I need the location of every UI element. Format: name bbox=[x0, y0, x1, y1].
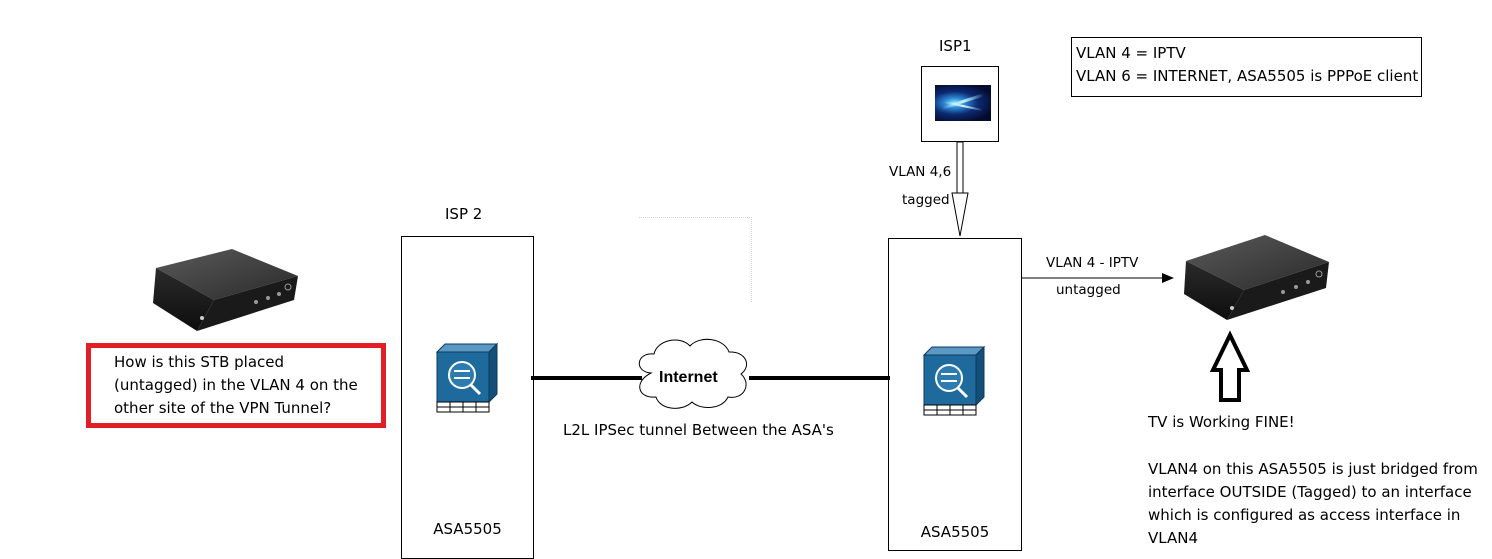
set-top-box-left bbox=[153, 249, 298, 331]
downlink-arrow bbox=[1021, 273, 1174, 283]
question-line-2: (untagged) in the VLAN 4 on the bbox=[114, 376, 358, 394]
legend-box: VLAN 4 = IPTV VLAN 6 = INTERNET, ASA5505… bbox=[1071, 37, 1422, 97]
legend-line-2: VLAN 6 = INTERNET, ASA5505 is PPPoE clie… bbox=[1076, 67, 1419, 85]
up-arrow bbox=[1209, 330, 1251, 402]
isp2-label: ISP 2 bbox=[445, 205, 483, 223]
note-line-2: interface OUTSIDE (Tagged) to an interfa… bbox=[1148, 483, 1472, 501]
question-box: How is this STB placed (untagged) in the… bbox=[86, 343, 386, 428]
question-line-1: How is this STB placed bbox=[114, 353, 285, 371]
internet-cloud-label: Internet bbox=[659, 369, 718, 386]
note-line-1: VLAN4 on this ASA5505 is just bridged fr… bbox=[1148, 460, 1478, 478]
isp1-label: ISP1 bbox=[939, 37, 972, 55]
downlink-vlan-label: VLAN 4 - IPTV bbox=[1046, 255, 1139, 271]
downlink-untagged-label: untagged bbox=[1056, 282, 1121, 298]
fiber-optic-image bbox=[935, 85, 991, 121]
asa-right-label: ASA5505 bbox=[920, 523, 990, 541]
note-line-3: which is configured as access interface … bbox=[1148, 506, 1461, 524]
set-top-box-right bbox=[1184, 235, 1329, 320]
uplink-arrow bbox=[951, 141, 969, 237]
note-line-4: VLAN4 bbox=[1148, 529, 1198, 547]
tunnel-label: L2L IPSec tunnel Between the ASA's bbox=[563, 421, 834, 439]
uplink-tagged-label: tagged bbox=[902, 192, 950, 208]
status-label: TV is Working FINE! bbox=[1148, 413, 1295, 431]
uplink-vlan-label: VLAN 4,6 bbox=[889, 164, 952, 180]
internet-cloud bbox=[638, 338, 748, 409]
asa-left-label: ASA5505 bbox=[433, 520, 502, 538]
firewall-icon-right bbox=[922, 345, 986, 416]
isp1-node bbox=[921, 66, 999, 142]
faint-dotted-outline bbox=[639, 217, 752, 302]
firewall-icon-left bbox=[435, 342, 499, 413]
question-line-3: other site of the VPN Tunnel? bbox=[114, 399, 332, 417]
legend-line-1: VLAN 4 = IPTV bbox=[1076, 44, 1186, 62]
